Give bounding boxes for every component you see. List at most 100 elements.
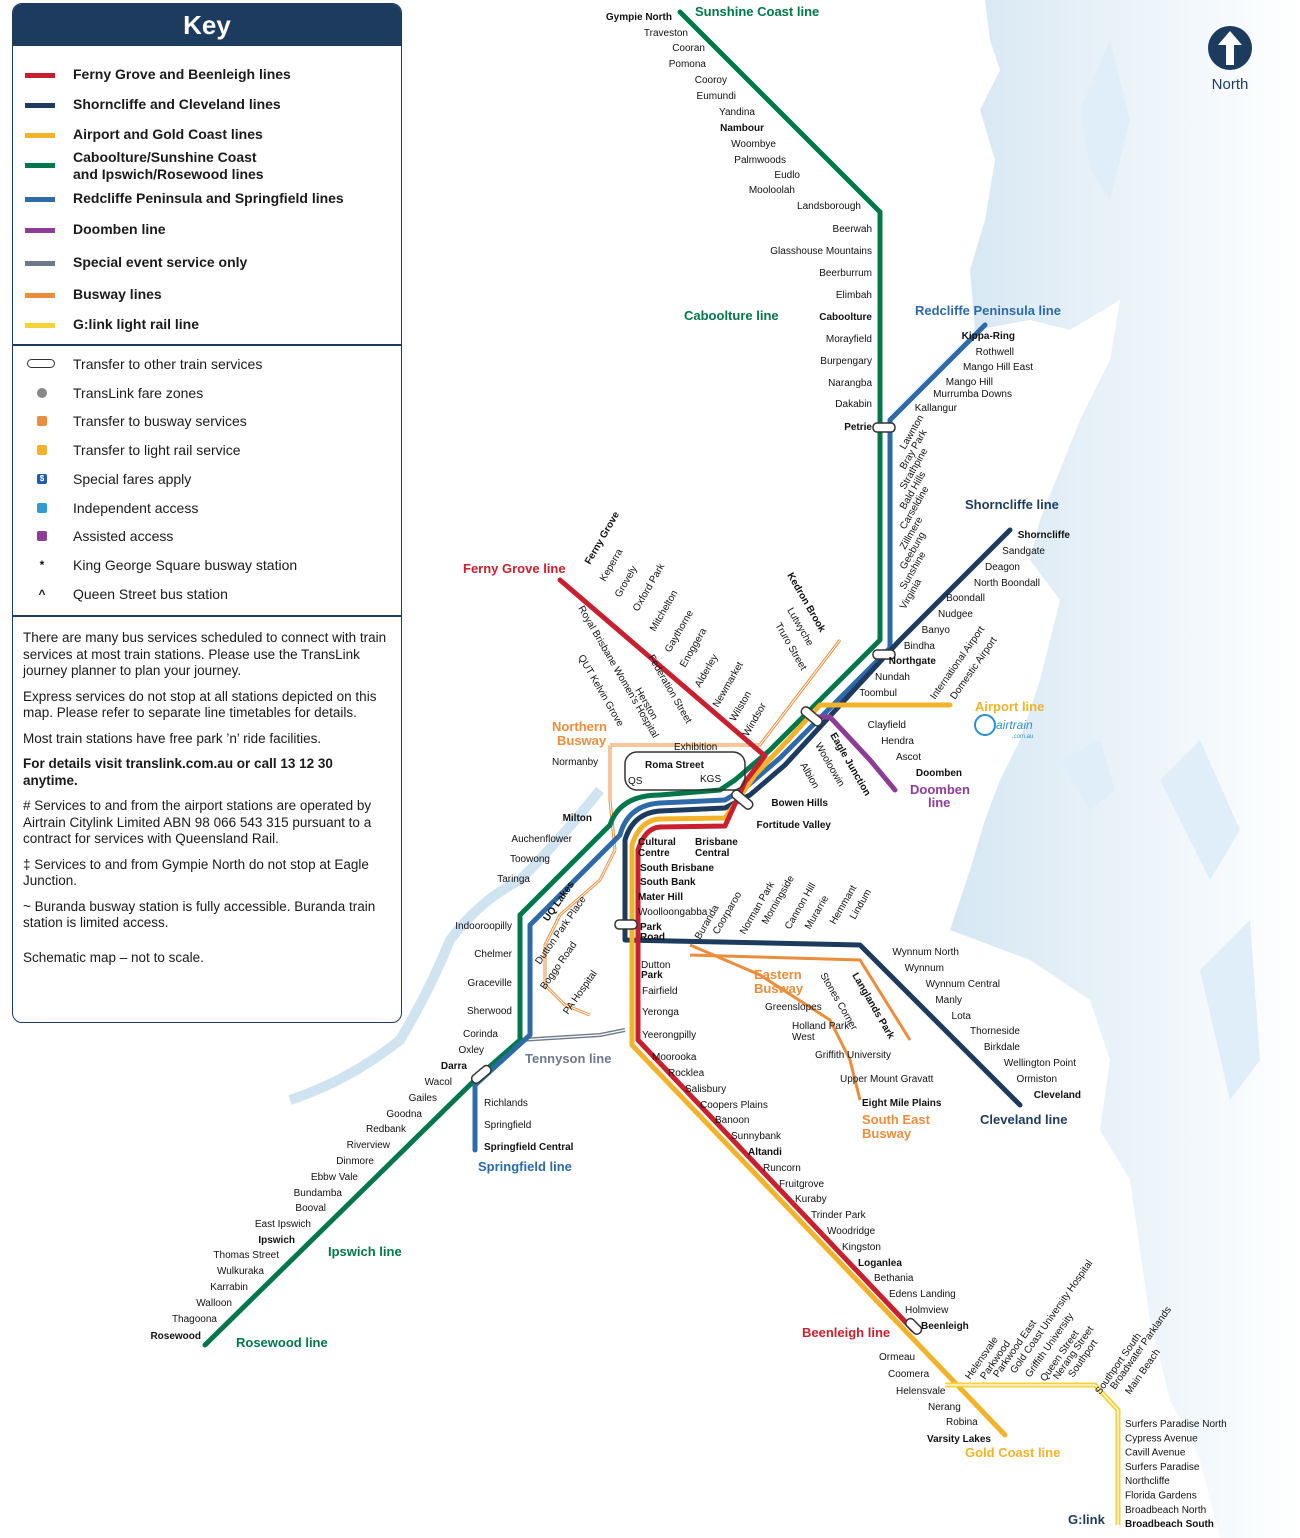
station-label[interactable]: Caboolture <box>819 312 872 323</box>
station-label[interactable]: Griffith University <box>815 1050 891 1061</box>
station-label[interactable]: Sunnybank <box>731 1131 782 1142</box>
station-label[interactable]: Dutton <box>641 960 670 971</box>
station-label[interactable]: Woolloongabba <box>638 907 708 918</box>
station-label[interactable]: Taringa <box>497 874 530 885</box>
station-label[interactable]: Alderley <box>693 653 721 690</box>
station-label[interactable]: Oxley <box>458 1045 484 1056</box>
station-label[interactable]: Shorncliffe <box>1018 530 1071 541</box>
station-label[interactable]: Roma Street <box>645 760 705 771</box>
station-label[interactable]: Bowen Hills <box>771 798 828 809</box>
station-label[interactable]: Gailes <box>409 1093 437 1104</box>
station-label[interactable]: Cypress Avenue <box>1125 1433 1198 1444</box>
station-label[interactable]: Wynnum Central <box>926 979 1000 990</box>
station-label[interactable]: Murrumba Downs <box>933 389 1012 400</box>
station-label[interactable]: Yeerongpilly <box>642 1030 696 1041</box>
station-label[interactable]: Coomera <box>888 1369 930 1380</box>
station-label[interactable]: Lota <box>952 1011 972 1022</box>
station-label[interactable]: Bindha <box>904 641 936 652</box>
station-label[interactable]: Runcorn <box>763 1163 801 1174</box>
station-label[interactable]: Wulkuraka <box>217 1266 264 1277</box>
station-label[interactable]: Corinda <box>463 1029 498 1040</box>
station-label[interactable]: Rocklea <box>668 1068 705 1079</box>
station-label[interactable]: Moorooka <box>652 1052 697 1063</box>
station-label[interactable]: Beenleigh <box>921 1321 969 1332</box>
station-label[interactable]: Park <box>640 922 662 933</box>
station-label[interactable]: PA Hospital <box>561 969 599 1017</box>
station-label[interactable]: Woodridge <box>827 1226 876 1237</box>
station-label[interactable]: Park <box>641 970 663 981</box>
station-label[interactable]: Sandgate <box>1002 546 1045 557</box>
station-label[interactable]: Hendra <box>881 736 914 747</box>
station-label[interactable]: Road <box>640 932 665 943</box>
station-label[interactable]: Dakabin <box>835 399 872 410</box>
station-label[interactable]: Rothwell <box>976 347 1014 358</box>
station-label[interactable]: Palmwoods <box>734 155 786 166</box>
station-label[interactable]: Varsity Lakes <box>927 1434 991 1445</box>
station-label[interactable]: Nambour <box>720 123 764 134</box>
station-label[interactable]: Thorneside <box>970 1026 1020 1037</box>
station-label[interactable]: Wynnum North <box>892 947 959 958</box>
station-label[interactable]: Wynnum <box>905 963 944 974</box>
station-label[interactable]: Clayfield <box>868 720 906 731</box>
station-label[interactable]: Thomas Street <box>213 1250 279 1261</box>
station-label[interactable]: Elimbah <box>836 290 872 301</box>
station-label[interactable]: Yeronga <box>642 1007 679 1018</box>
station-label[interactable]: Northgate <box>889 656 937 667</box>
station-label[interactable]: Chelmer <box>474 949 512 960</box>
station-label[interactable]: Burpengary <box>820 356 872 367</box>
station-label[interactable]: Doomben <box>916 768 962 779</box>
station-label[interactable]: Grovely <box>613 564 640 599</box>
station-label[interactable]: Manly <box>935 995 962 1006</box>
station-label[interactable]: Gympie North <box>606 12 672 23</box>
station-label[interactable]: Exhibition <box>674 742 717 753</box>
station-label[interactable]: Beerwah <box>833 224 872 235</box>
station-label[interactable]: Normanby <box>552 757 598 768</box>
station-label[interactable]: West <box>792 1032 815 1043</box>
station-label[interactable]: Fairfield <box>642 986 678 997</box>
station-label[interactable]: Toombul <box>859 688 897 699</box>
station-label[interactable]: Mater Hill <box>638 892 683 903</box>
station-label[interactable]: Narangba <box>828 378 872 389</box>
station-label[interactable]: Cooroy <box>695 75 727 86</box>
station-label[interactable]: Broadbeach South <box>1125 1519 1214 1530</box>
station-label[interactable]: Woombye <box>731 139 776 150</box>
station-label[interactable]: Ascot <box>896 752 921 763</box>
station-label[interactable]: Holmview <box>905 1305 949 1316</box>
station-label[interactable]: Surfers Paradise <box>1125 1462 1200 1473</box>
station-label[interactable]: Morayfield <box>826 334 872 345</box>
station-label[interactable]: Karrabin <box>210 1282 248 1293</box>
station-label[interactable]: East Ipswich <box>255 1219 311 1230</box>
station-label[interactable]: Banoon <box>715 1115 749 1126</box>
station-label[interactable]: Bethania <box>874 1273 914 1284</box>
station-label[interactable]: Centre <box>638 848 670 859</box>
station-label[interactable]: Greenslopes <box>765 1002 822 1013</box>
station-label[interactable]: Fruitgrove <box>779 1179 824 1190</box>
station-label[interactable]: Edens Landing <box>889 1289 956 1300</box>
station-label[interactable]: Kingston <box>842 1242 881 1253</box>
station-label[interactable]: Loganlea <box>858 1258 902 1269</box>
station-label[interactable]: Landsborough <box>797 201 861 212</box>
station-label[interactable]: Toowong <box>510 854 550 865</box>
station-label[interactable]: Richlands <box>484 1098 528 1109</box>
station-label[interactable]: South Brisbane <box>640 863 714 874</box>
station-label[interactable]: Wacol <box>425 1077 452 1088</box>
station-label[interactable]: Pomona <box>669 59 707 70</box>
station-label[interactable]: Springfield Central <box>484 1142 574 1153</box>
station-label[interactable]: Booval <box>295 1203 326 1214</box>
station-label[interactable]: Ebbw Vale <box>311 1172 359 1183</box>
station-label[interactable]: Dinmore <box>336 1156 374 1167</box>
station-label[interactable]: Surfers Paradise North <box>1125 1419 1227 1430</box>
station-label[interactable]: Redbank <box>366 1124 407 1135</box>
station-label[interactable]: Mango Hill <box>946 377 993 388</box>
station-label[interactable]: Milton <box>563 813 592 824</box>
station-label[interactable]: Nerang <box>928 1402 961 1413</box>
station-label[interactable]: Broadbeach North <box>1125 1505 1206 1516</box>
station-label[interactable]: Wellington Point <box>1004 1058 1076 1069</box>
station-label[interactable]: Springfield <box>484 1120 531 1131</box>
station-label[interactable]: Glasshouse Mountains <box>770 246 872 257</box>
station-label[interactable]: Coopers Plains <box>700 1100 768 1111</box>
station-label[interactable]: Mango Hill East <box>963 362 1033 373</box>
station-label[interactable]: Deagon <box>985 562 1020 573</box>
station-label[interactable]: Kallangur <box>915 403 958 414</box>
station-label[interactable]: Holland Park <box>792 1021 850 1032</box>
